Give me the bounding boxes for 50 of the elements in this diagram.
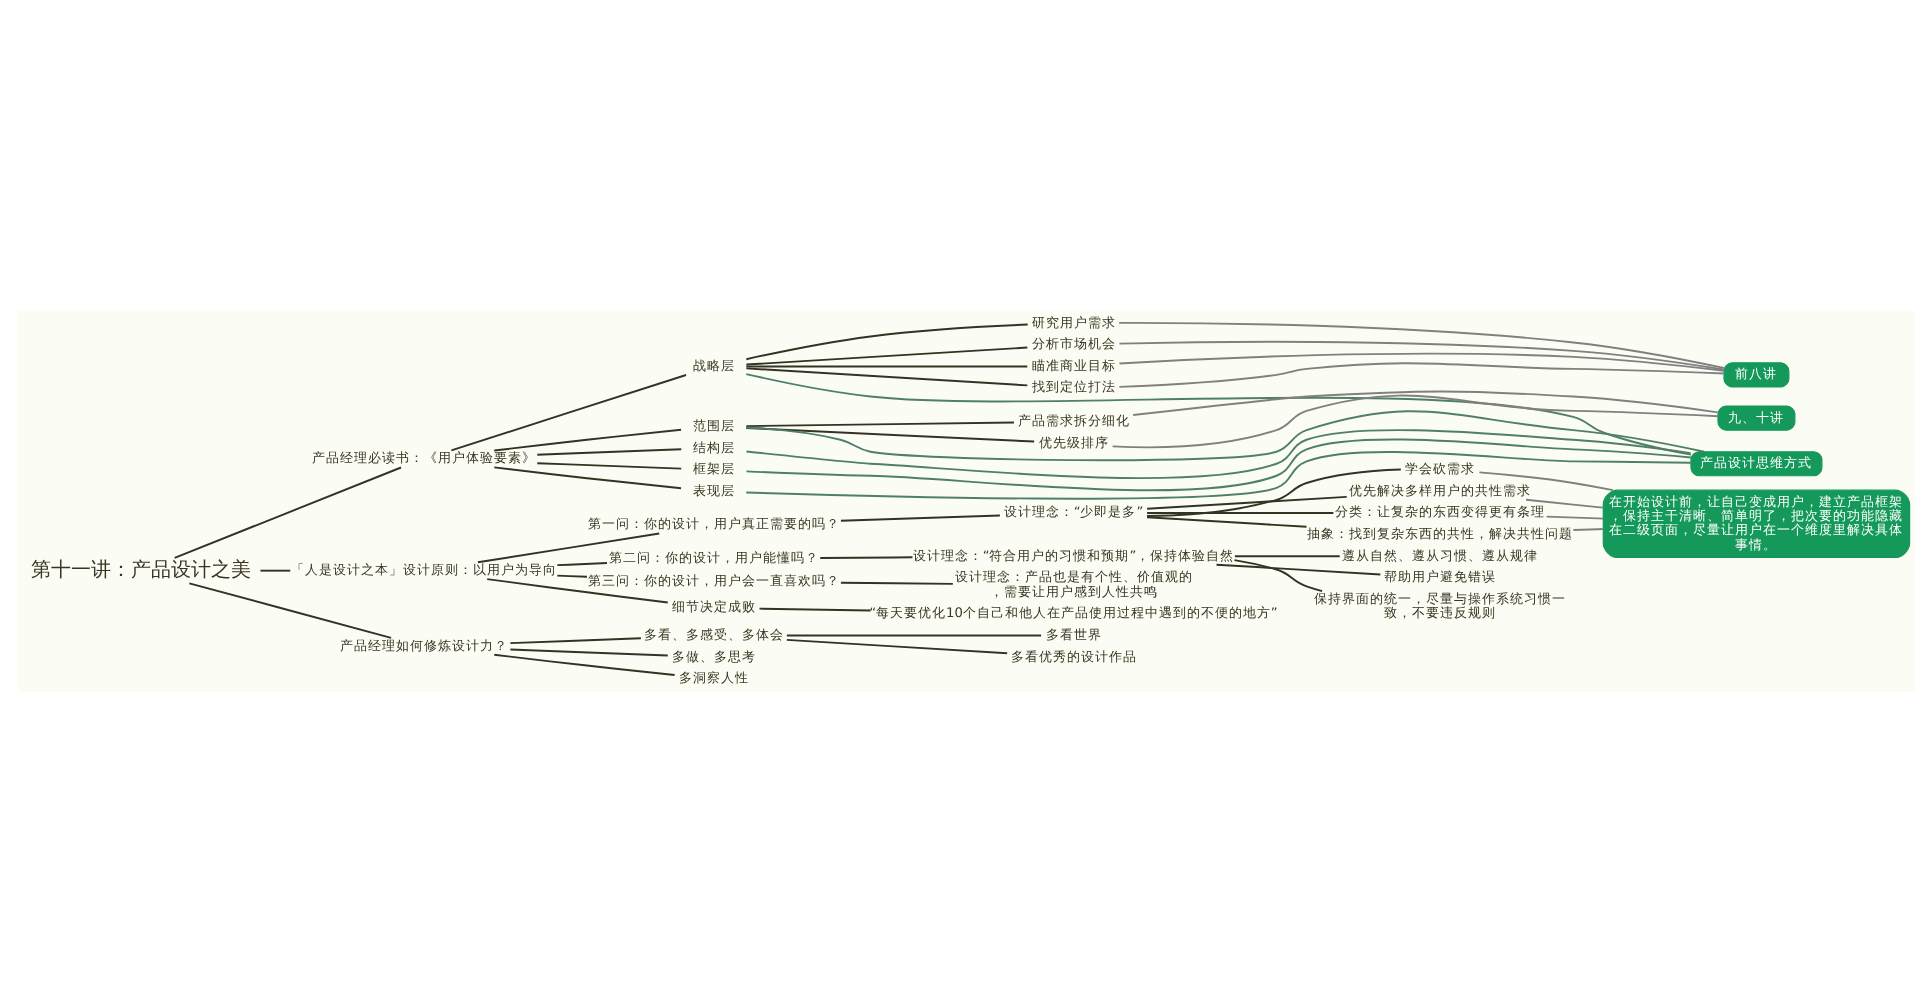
connector	[493, 427, 682, 451]
connector	[745, 322, 1029, 360]
connector	[1233, 558, 1324, 592]
connector	[745, 364, 1029, 367]
connector	[745, 450, 1692, 499]
connector	[259, 568, 292, 571]
connector	[745, 345, 1029, 365]
connector	[1146, 467, 1402, 516]
connector	[819, 555, 914, 558]
connector	[745, 426, 1036, 442]
connector	[1233, 554, 1341, 557]
connector	[745, 372, 1692, 455]
connector	[745, 420, 1015, 427]
connector	[509, 647, 669, 656]
connector	[1118, 320, 1725, 368]
node-text: 第十一讲：产品设计之美	[31, 558, 252, 581]
connector	[1525, 497, 1604, 508]
connector	[1118, 351, 1725, 371]
connector	[493, 652, 676, 675]
connector	[785, 637, 1009, 654]
connector	[1118, 339, 1725, 370]
connector	[745, 428, 1692, 478]
connector	[556, 573, 588, 577]
connector	[1572, 527, 1604, 531]
connector	[758, 606, 872, 611]
connector	[1146, 494, 1348, 509]
connector	[188, 581, 393, 638]
connector	[1132, 389, 1719, 415]
connector	[1118, 361, 1725, 387]
connector	[536, 461, 683, 469]
connector	[1146, 511, 1335, 513]
connector	[477, 531, 661, 563]
connector	[1545, 514, 1605, 519]
connector	[745, 437, 1692, 491]
connector	[840, 580, 954, 584]
connector	[509, 636, 642, 644]
connector	[1146, 515, 1308, 527]
connector	[450, 373, 687, 451]
connector	[536, 447, 683, 455]
connector	[745, 409, 1706, 461]
connector	[493, 465, 682, 489]
connector	[1478, 470, 1614, 491]
connector	[745, 366, 1029, 386]
connector	[486, 577, 669, 603]
connector	[840, 513, 1001, 521]
connector	[1215, 562, 1382, 575]
connector	[173, 465, 402, 558]
connector	[1111, 393, 1719, 448]
connector	[785, 633, 1042, 636]
connector	[556, 561, 608, 566]
